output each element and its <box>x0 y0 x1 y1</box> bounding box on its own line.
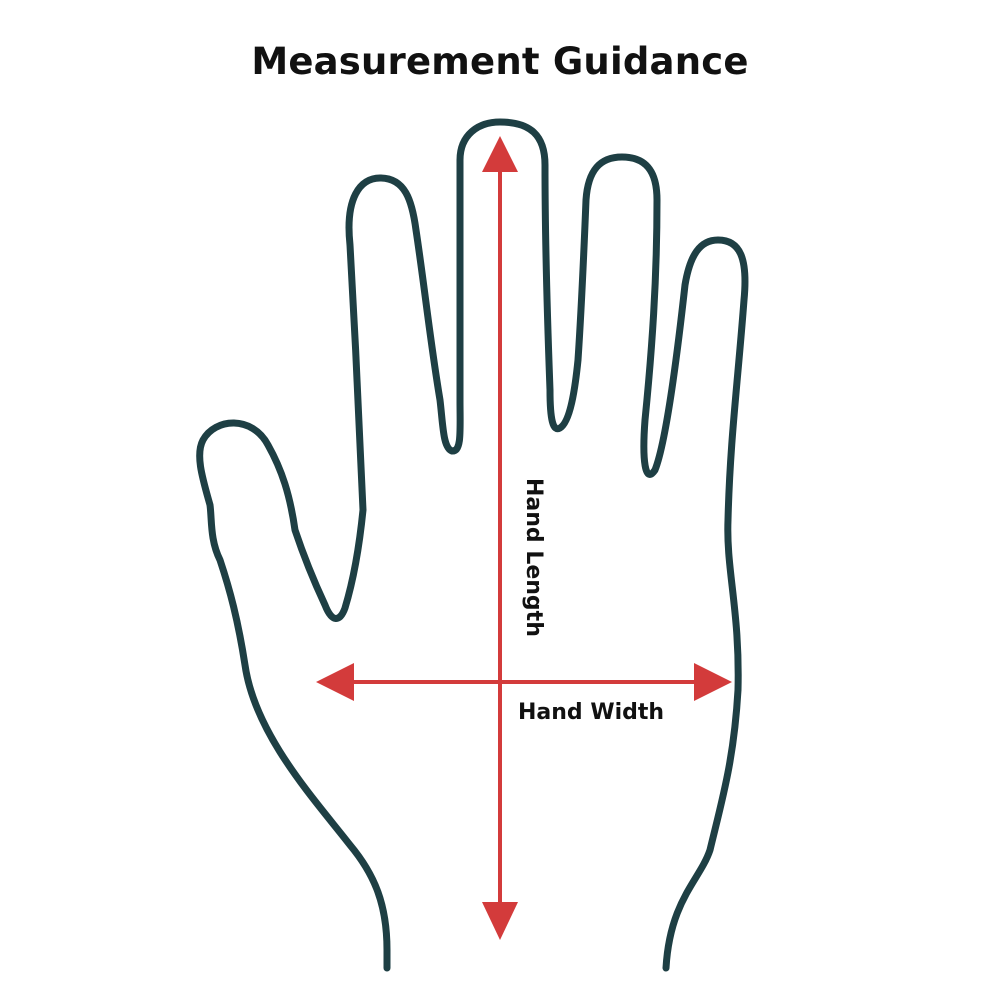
hand-length-arrow <box>482 136 518 940</box>
arrow-head-right <box>694 663 732 701</box>
hand-width-arrow <box>316 663 732 701</box>
arrow-head-down <box>482 902 518 940</box>
arrow-head-up <box>482 136 518 172</box>
hand-length-label: Hand Length <box>521 478 546 637</box>
arrow-head-left <box>316 663 354 701</box>
hand-outline <box>196 118 749 972</box>
page-title: Measurement Guidance <box>251 40 749 83</box>
hand-width-label: Hand Width <box>518 700 664 725</box>
